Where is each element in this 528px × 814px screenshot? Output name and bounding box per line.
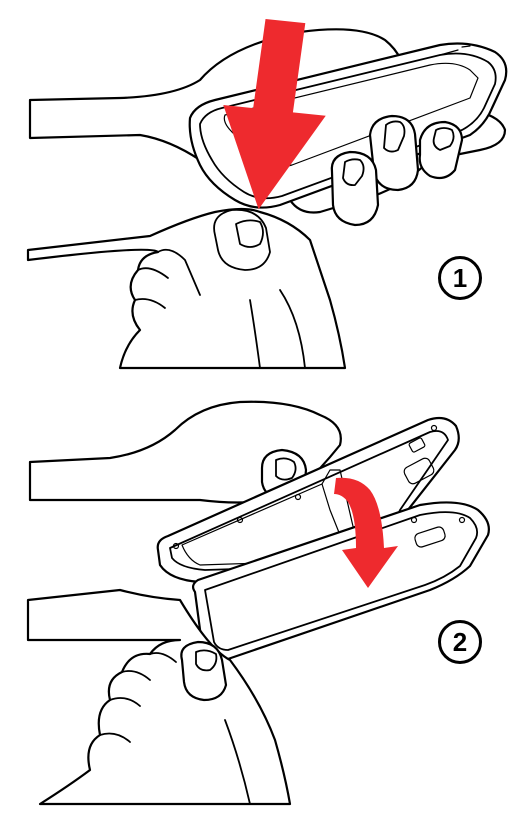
step-1-illustration — [28, 16, 506, 368]
step-1-badge: 1 — [438, 256, 482, 300]
step-1-lower-hand — [28, 209, 345, 368]
step-2-illustration — [28, 402, 489, 804]
step-2-badge: 2 — [438, 620, 482, 664]
